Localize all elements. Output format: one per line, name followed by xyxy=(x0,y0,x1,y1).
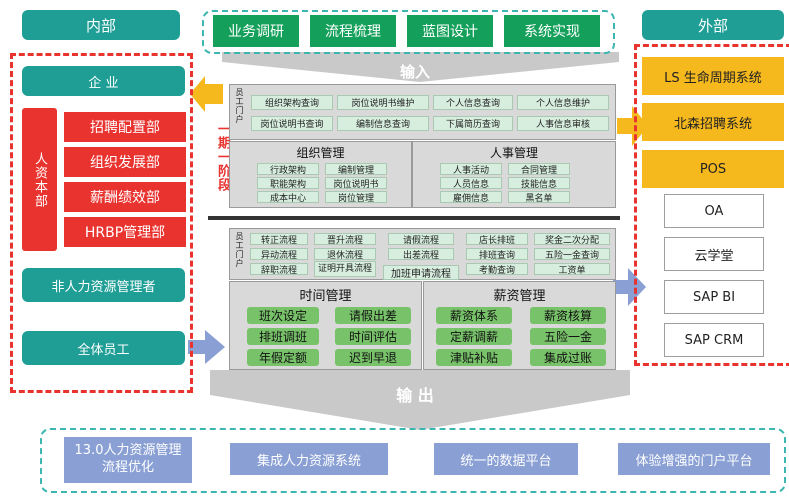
flow-business-trip: 出差流程 xyxy=(388,248,454,261)
personnel-blacklist: 黑名单 xyxy=(508,191,570,204)
personnel-contract-mgmt: 合同管理 xyxy=(508,163,570,176)
all-staff-box: 全体员工 xyxy=(22,331,185,365)
dept-compensation: 薪酬绩效部 xyxy=(64,182,186,212)
salary-insurance-fund: 五险一金 xyxy=(530,328,606,345)
bonus-redistribution: 奖金二次分配 xyxy=(534,233,610,246)
portal-job-desc-query: 岗位说明书查询 xyxy=(251,116,333,131)
portal-headcount-query: 编制信息查询 xyxy=(337,116,429,131)
personnel-management-title: 人事管理 xyxy=(489,145,538,160)
lower-portal-label: 员工门户 xyxy=(235,232,244,268)
salary-management-title: 薪资管理 xyxy=(493,288,546,304)
outcome-enhanced-portal: 体验增强的门户平台 xyxy=(618,443,770,475)
arrow-from-external xyxy=(617,106,648,146)
portal-job-desc-maintain: 岗位说明书维护 xyxy=(337,95,429,110)
org-job-description: 岗位说明书 xyxy=(325,177,387,190)
flow-promotion: 晋升流程 xyxy=(314,233,376,246)
upper-portal-panel xyxy=(229,84,616,140)
store-manager-schedule: 店长排班 xyxy=(466,233,528,246)
org-management-title: 组织管理 xyxy=(296,145,345,160)
arrow-to-enterprise xyxy=(190,76,223,112)
time-management-title: 时间管理 xyxy=(299,288,352,304)
salary-structure: 薪资体系 xyxy=(436,307,512,324)
system-pos: POS xyxy=(642,150,784,188)
org-headcount-mgmt: 编制管理 xyxy=(325,163,387,176)
time-evaluation: 时间评估 xyxy=(335,328,411,345)
arrow-to-external xyxy=(613,268,646,306)
salary-adjustment: 定薪调薪 xyxy=(436,328,512,345)
flow-certificate: 证明开具流程 xyxy=(314,261,376,277)
internal-header: 内部 xyxy=(22,10,180,40)
flow-probation: 转正流程 xyxy=(250,233,308,246)
internal-frame xyxy=(10,53,193,393)
step-blueprint: 蓝图设计 xyxy=(407,15,493,47)
portal-personal-info-query: 个人信息查询 xyxy=(433,95,513,110)
step-implement: 系统实现 xyxy=(504,15,600,47)
time-schedule-adjust: 排班调班 xyxy=(247,328,319,345)
separator-line xyxy=(208,216,620,220)
salary-allowance: 津贴补贴 xyxy=(436,349,512,366)
dept-hrbp: HRBP管理部 xyxy=(64,217,186,247)
org-cost-center: 成本中心 xyxy=(257,191,319,204)
org-position-mgmt: 岗位管理 xyxy=(325,191,387,204)
system-sap-bi: SAP BI xyxy=(664,280,764,314)
dept-org-development: 组织发展部 xyxy=(64,147,186,177)
personnel-staff-info: 人员信息 xyxy=(440,177,502,190)
steps-frame xyxy=(202,10,615,54)
portal-org-structure-query: 组织架构查询 xyxy=(251,95,333,110)
time-annual-leave-quota: 年假定额 xyxy=(247,349,319,366)
system-sap-crm: SAP CRM xyxy=(664,323,764,357)
outcomes-frame xyxy=(40,428,786,493)
flow-leave: 请假流程 xyxy=(388,233,454,246)
phase-label: 一期一阶段 xyxy=(215,122,230,192)
enterprise-box: 企 业 xyxy=(22,66,185,96)
flow-retirement: 退休流程 xyxy=(314,248,376,261)
step-research: 业务调研 xyxy=(213,15,299,47)
dept-recruiting: 招聘配置部 xyxy=(64,112,186,142)
attendance-query: 考勤查询 xyxy=(466,263,528,276)
step-process: 流程梳理 xyxy=(310,15,396,47)
org-functional-structure: 职能架构 xyxy=(257,177,319,190)
input-label: 输入 xyxy=(399,62,430,81)
flow-resignation: 辞职流程 xyxy=(250,263,308,276)
flow-overtime: 加班申请流程 xyxy=(383,265,459,280)
system-oa: OA xyxy=(664,194,764,228)
external-frame xyxy=(634,44,789,366)
time-shift-setup: 班次设定 xyxy=(247,307,319,324)
salary-integrated-posting: 集成过账 xyxy=(530,349,606,366)
portal-personnel-info-review: 人事信息审核 xyxy=(517,116,609,131)
portal-personal-info-maintain: 个人信息维护 xyxy=(517,95,609,110)
upper-portal-label: 员工门户 xyxy=(235,88,244,124)
salary-calculation: 薪资核算 xyxy=(530,307,606,324)
input-arrow xyxy=(222,52,619,82)
hr-division-label: 人资本部 xyxy=(22,108,57,251)
outcome-integrated-hr-system: 集成人力资源系统 xyxy=(230,443,388,475)
non-hr-manager-box: 非人力资源管理者 xyxy=(22,268,185,302)
system-yunxuetang: 云学堂 xyxy=(664,237,764,271)
output-arrow xyxy=(210,370,630,430)
system-beisen-recruit: 北森招聘系统 xyxy=(642,103,784,141)
arrow-from-staff xyxy=(188,330,225,364)
external-header: 外部 xyxy=(642,10,784,40)
insurance-fund-query: 五险一金查询 xyxy=(534,248,610,261)
outcome-process-optimization: 13.0人力资源管理流程优化 xyxy=(64,437,192,483)
portal-subordinate-resume-query: 下属简历查询 xyxy=(433,116,513,131)
output-label: 输 出 xyxy=(396,386,434,405)
outcome-unified-data-platform: 统一的数据平台 xyxy=(434,443,578,475)
personnel-skill-info: 技能信息 xyxy=(508,177,570,190)
system-ls-lifecycle: LS 生命周期系统 xyxy=(642,57,784,95)
personnel-activities: 人事活动 xyxy=(440,163,502,176)
time-leave-trip: 请假出差 xyxy=(335,307,411,324)
flow-transfer: 异动流程 xyxy=(250,248,308,261)
payslip: 工资单 xyxy=(534,263,610,276)
org-admin-structure: 行政架构 xyxy=(257,163,319,176)
time-late-early: 迟到早退 xyxy=(335,349,411,366)
schedule-query: 排班查询 xyxy=(466,248,528,261)
personnel-employment-info: 雇佣信息 xyxy=(440,191,502,204)
